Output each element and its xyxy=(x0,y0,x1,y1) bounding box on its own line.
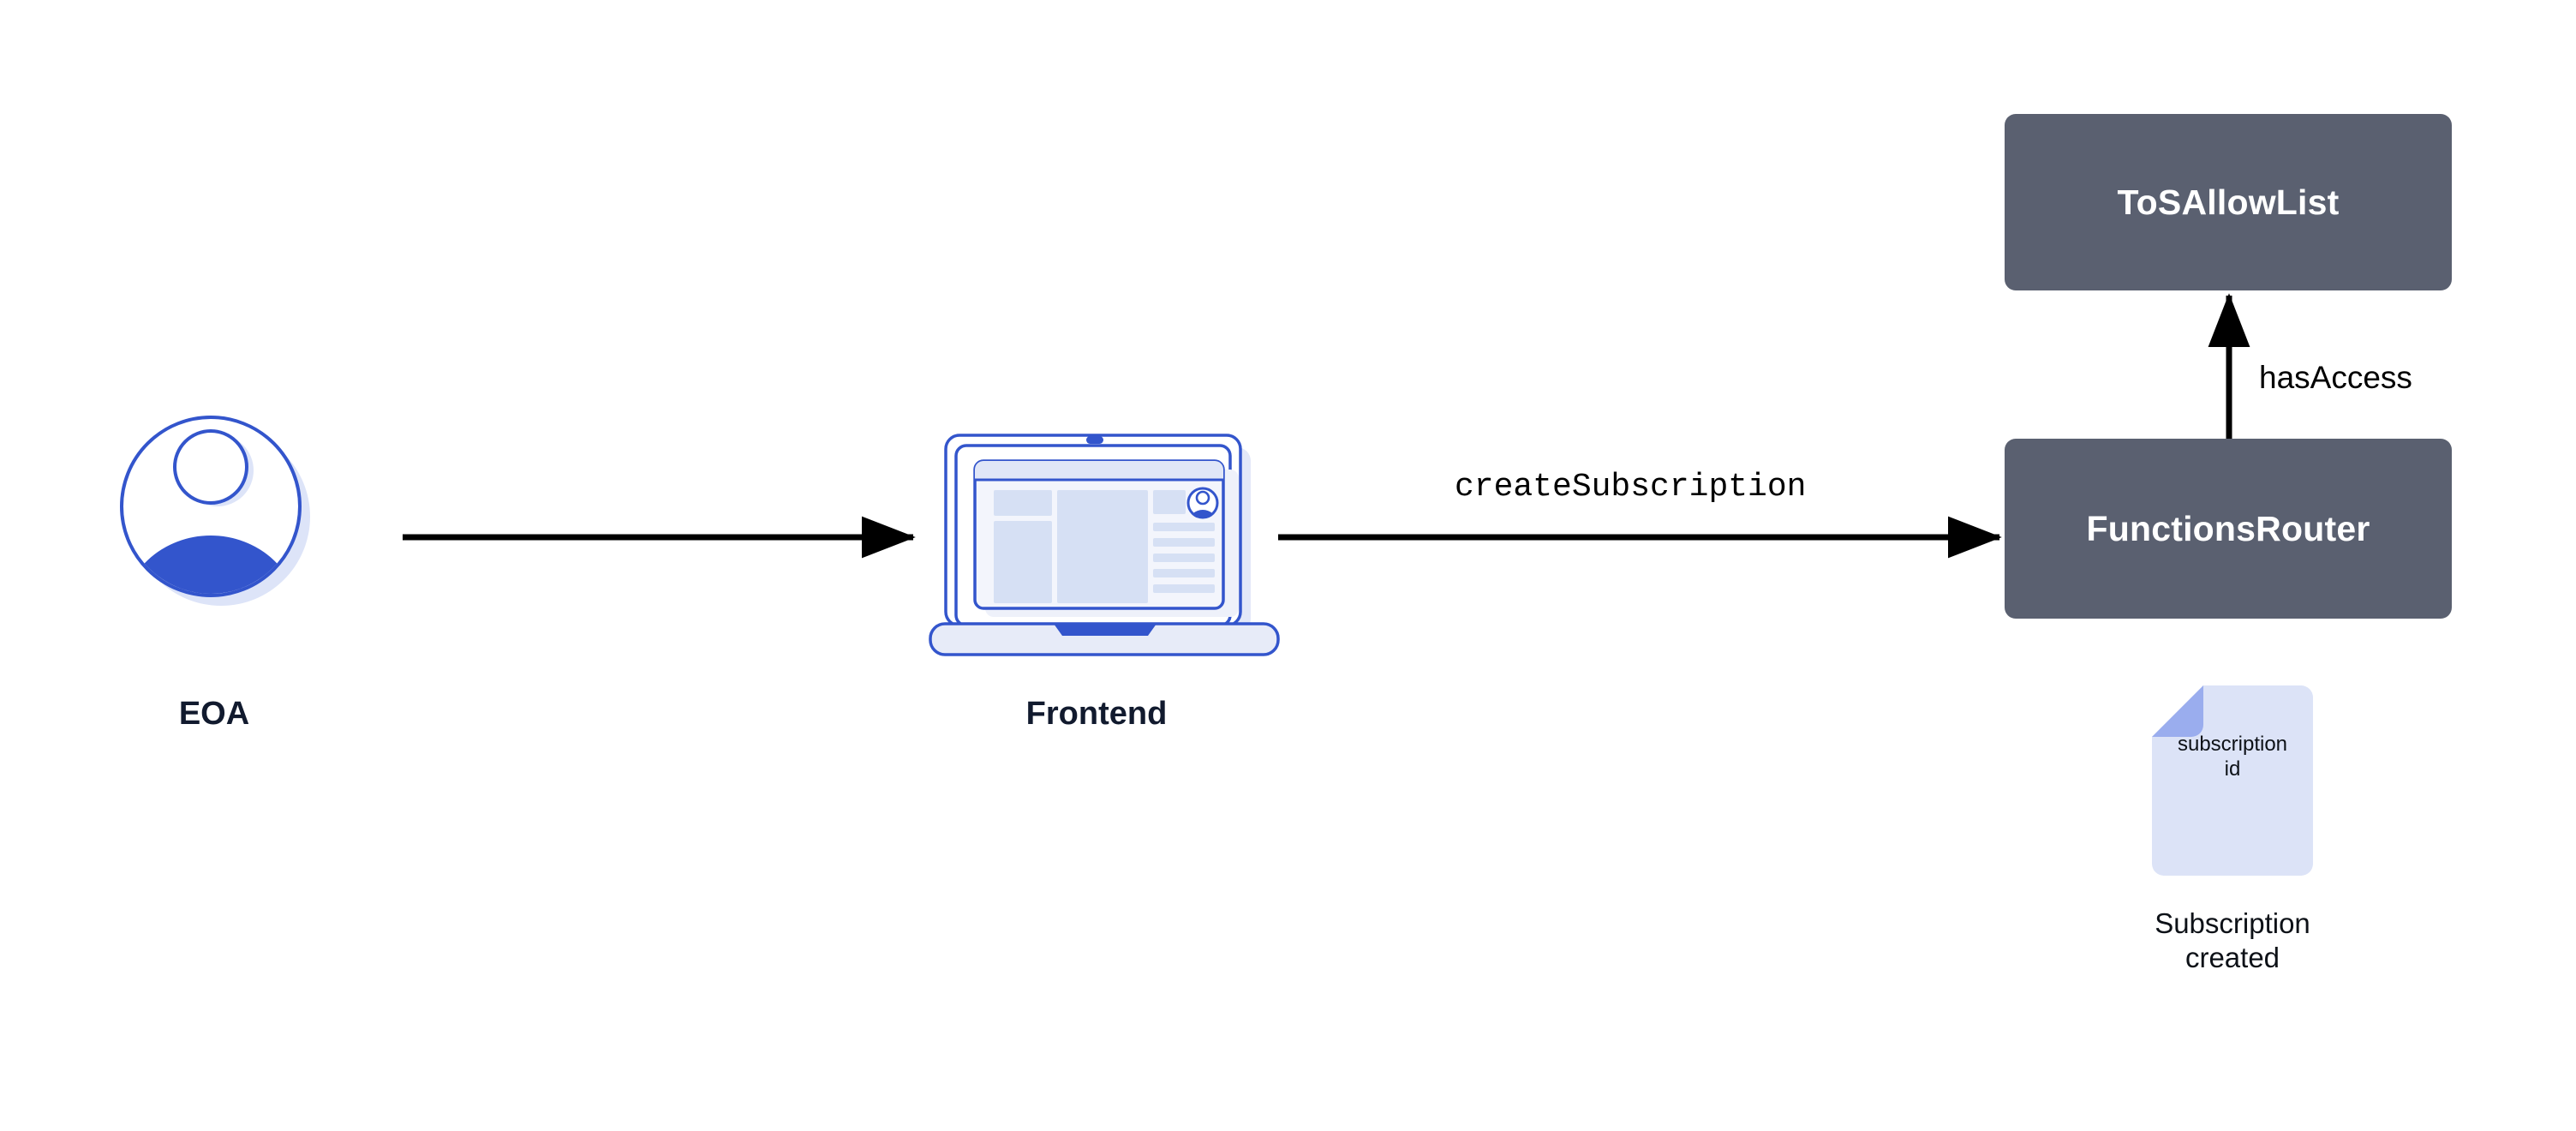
document-inner-text: subscription id xyxy=(2150,732,2315,782)
subscription-created-line2: created xyxy=(2185,942,2280,974)
node-tosallowlist[interactable]: ToSAllowList xyxy=(2005,114,2452,290)
document-inner-line2: id xyxy=(2224,757,2241,781)
functionsrouter-label: FunctionsRouter xyxy=(2086,508,2370,548)
eoa-caption: EOA xyxy=(178,696,250,732)
frontend-laptop-icon xyxy=(923,428,1287,665)
edge-label-createsubscription: createSubscription xyxy=(1455,469,1807,506)
laptop-icon xyxy=(929,434,1280,656)
subscription-created-caption: Subscription created xyxy=(2120,907,2345,976)
edge-label-hasaccess: hasAccess xyxy=(2259,360,2412,395)
tosallowlist-label: ToSAllowList xyxy=(2117,182,2340,222)
eoa-avatar-icon xyxy=(111,407,317,613)
subscription-created-line1: Subscription xyxy=(2155,907,2310,939)
user-avatar-icon xyxy=(120,416,310,606)
document-inner-line1: subscription xyxy=(2177,733,2288,756)
node-functionsrouter[interactable]: FunctionsRouter xyxy=(2005,439,2452,619)
document-icon xyxy=(2152,685,2313,876)
screen-avatar-icon xyxy=(1186,487,1219,519)
subscription-document-icon: subscription id xyxy=(2150,684,2315,877)
frontend-caption: Frontend xyxy=(1025,696,1168,732)
